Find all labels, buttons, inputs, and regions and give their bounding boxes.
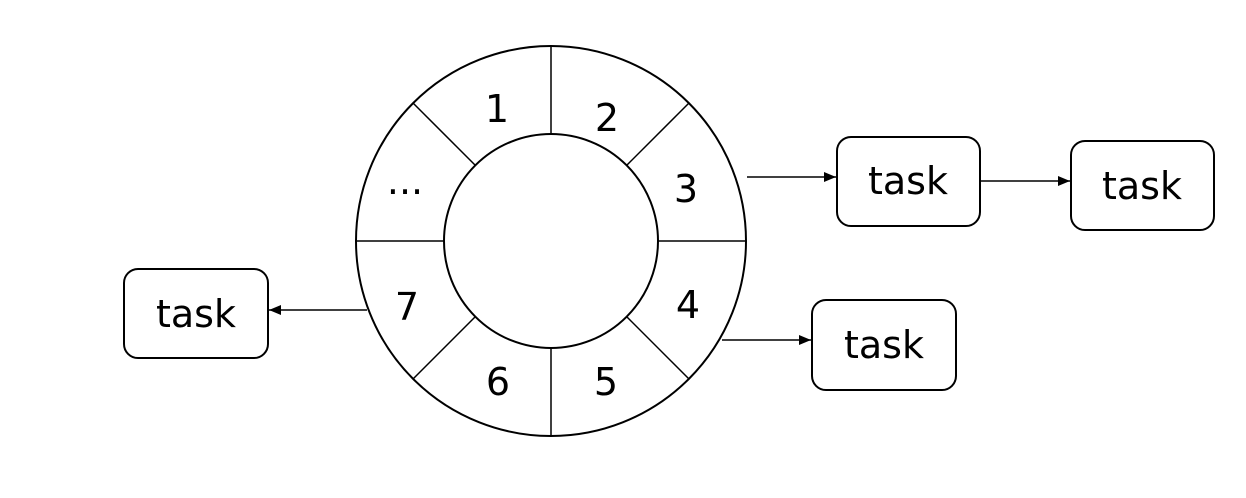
task-label: task — [156, 292, 236, 336]
wheel-slot-4: 4 — [676, 283, 700, 327]
wheel-slot-5: 5 — [594, 360, 618, 404]
wheel-slot-3: 3 — [674, 167, 698, 211]
wheel-slot-ellipsis: ... — [387, 159, 423, 203]
wheel-inner-ring — [443, 133, 659, 349]
wheel-slot-2: 2 — [595, 96, 619, 140]
wheel-slot-1: 1 — [485, 87, 509, 131]
wheel-spoke — [412, 102, 476, 166]
slot-7-task-chain: task — [123, 268, 367, 359]
task-box — [123, 268, 269, 359]
task-box — [1070, 140, 1215, 231]
task-box — [811, 299, 957, 391]
wheel-spoke — [626, 102, 690, 166]
task-box — [836, 136, 981, 227]
wheel-spoke — [626, 316, 690, 380]
timing-wheel: 1 2 3 4 5 6 7 ... — [355, 45, 747, 437]
wheel-spoke — [412, 316, 476, 380]
task-label: task — [1102, 164, 1182, 208]
wheel-slot-7: 7 — [395, 285, 419, 329]
task-label: task — [868, 159, 948, 203]
task-label: task — [844, 323, 924, 367]
slot-3-task-chain: task task — [747, 136, 1215, 231]
slot-4-task-chain: task — [722, 299, 957, 391]
wheel-slot-6: 6 — [486, 360, 510, 404]
